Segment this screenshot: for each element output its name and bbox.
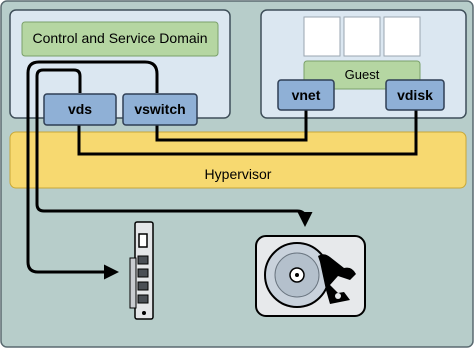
vds-vdisk-link	[77, 110, 418, 156]
app-slot-2	[343, 16, 381, 57]
control-domain-label: Control and Service Domain	[32, 30, 208, 46]
vds-label: vds	[67, 101, 93, 117]
disk-path-arrow	[35, 68, 313, 227]
hypervisor-label: Hypervisor	[204, 166, 272, 182]
vnet-label: vnet	[291, 87, 321, 103]
vds-box	[43, 93, 117, 126]
app-slot-3	[383, 16, 421, 57]
hypervisor-band	[9, 131, 467, 189]
vswitch-box	[122, 93, 198, 126]
network-card-icon	[129, 221, 154, 320]
app-slot-1	[303, 16, 341, 57]
disk-drive-icon	[255, 235, 366, 317]
guest-label: Guest	[344, 67, 380, 82]
vswitch-vnet-link	[155, 110, 308, 142]
vdisk-box	[385, 79, 445, 111]
control-domain-label-box	[21, 21, 219, 57]
vswitch-label: vswitch	[134, 101, 186, 117]
network-path-arrow	[26, 60, 159, 280]
vdisk-label: vdisk	[397, 87, 433, 103]
vnet-box	[277, 79, 335, 111]
